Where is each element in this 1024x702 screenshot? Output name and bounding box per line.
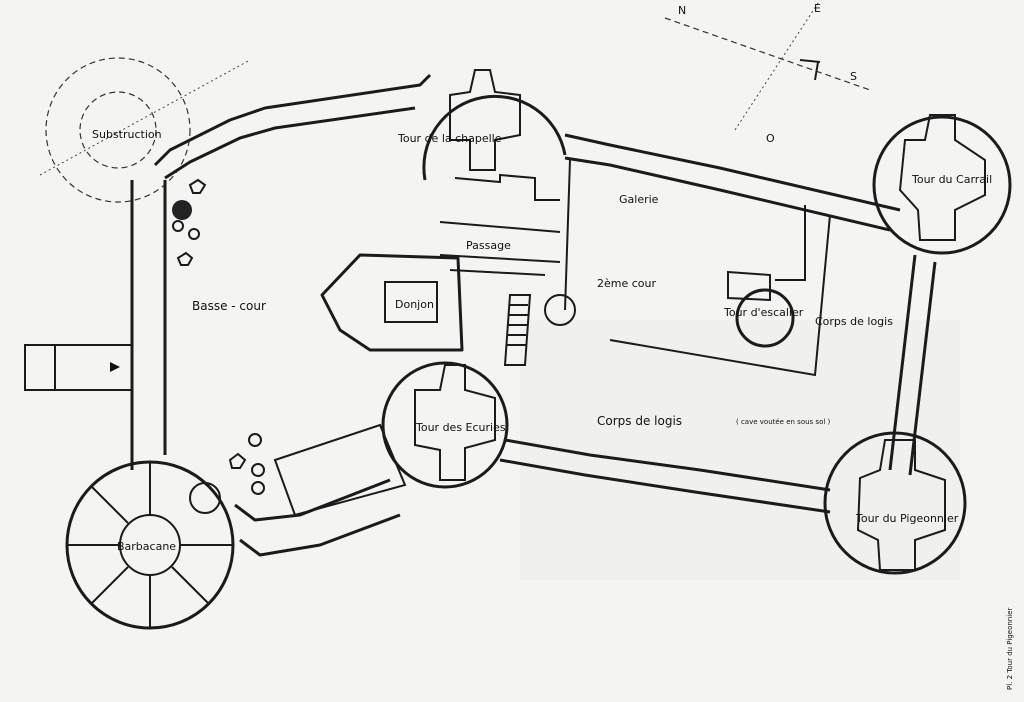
stairs [503, 294, 576, 366]
label-basse-cour: Basse - cour [192, 299, 266, 313]
substruction-circles [39, 57, 251, 203]
compass-letter-o: O [766, 132, 775, 145]
label-substruction: Substruction [92, 128, 162, 141]
label-cave-note: ( cave voutée en sous sol ) [736, 418, 831, 426]
label-tour-de-la-chapelle: Tour de la chapelle [397, 132, 502, 145]
label-corps-de-logis-right: Corps de logis [815, 315, 893, 328]
passage-walls [439, 173, 561, 276]
label-corps-de-logis-bottom: Corps de logis [597, 414, 682, 428]
stable-rooms [273, 423, 407, 517]
label-tour-du-carrail: Tour du Carrail [911, 173, 992, 186]
label-donjon: Donjon [395, 298, 434, 311]
tour-du-carrail [872, 114, 1012, 255]
label-tour-des-ecuries: Tour des Ecuries [415, 421, 506, 434]
tour-du-pigeonnier [823, 431, 967, 575]
margin-caption: Pl. 2 Tour du Pigeonnier [1006, 608, 1014, 690]
entrance-bridge [24, 344, 133, 391]
compass-letter-n: N [678, 4, 686, 17]
tour-des-ecuries [381, 361, 509, 489]
tour-d-escalier [727, 270, 795, 348]
background-shading [520, 320, 960, 580]
label-2eme-cour: 2ème cour [597, 277, 656, 290]
tree-markers [172, 178, 265, 495]
label-tour-du-pigeonnier: Tour du Pigeonnier [855, 512, 959, 525]
compass-letter-s: S [850, 70, 857, 83]
label-passage: Passage [466, 239, 511, 252]
donjon [320, 253, 464, 352]
label-tour-d-escalier: Tour d'escalier [723, 306, 804, 319]
label-galerie: Galerie [619, 193, 659, 206]
compass-letters: N E S O [678, 2, 857, 145]
label-barbacane: Barbacane [117, 540, 176, 553]
room-labels: Substruction Tour de la chapelle Passage… [92, 128, 992, 553]
orientation-lines [664, 0, 871, 131]
galerie-walls [564, 159, 831, 377]
compass-letter-e: E [814, 2, 821, 15]
barbacane [65, 460, 235, 630]
tour-de-la-chapelle [422, 69, 567, 181]
